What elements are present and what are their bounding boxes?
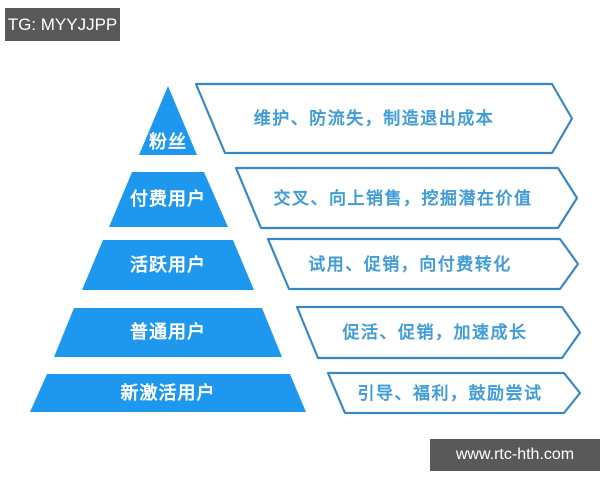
- level-label-active-users: 活跃用户: [130, 255, 206, 275]
- strategy-text-fans: 维护、防流失，制造退出成本: [253, 109, 495, 128]
- strategy-text-regular-users: 促活、促销，加速成长: [342, 323, 528, 342]
- strategy-box-paid-users: [234, 166, 579, 230]
- website-badge: www.rtc-hth.com: [430, 439, 600, 471]
- level-label-fans: 粉丝: [149, 132, 187, 152]
- pyramid-level-new-activated-users: [30, 374, 306, 412]
- level-label-new-activated-users: 新激活用户: [120, 383, 216, 403]
- level-label-regular-users: 普通用户: [130, 322, 206, 342]
- strategy-box-new-activated-users: [326, 371, 582, 415]
- strategy-box-active-users: [266, 237, 580, 291]
- pyramid-level-regular-users: [54, 308, 282, 357]
- strategy-text-active-users: 试用、促销，向付费转化: [308, 255, 512, 274]
- level-label-paid-users: 付费用户: [130, 189, 206, 209]
- telegram-badge: TG: MYYJJPP: [5, 8, 120, 41]
- strategy-text-paid-users: 交叉、向上销售，挖掘潜在价值: [273, 189, 533, 208]
- strategy-box-regular-users: [295, 305, 582, 360]
- pyramid-level-fans: [139, 86, 197, 155]
- pyramid-level-active-users: [82, 240, 254, 290]
- strategy-text-new-activated-users: 引导、福利，鼓励尝试: [357, 384, 543, 403]
- pyramid-level-paid-users: [109, 172, 228, 227]
- strategy-box-fans: [194, 82, 574, 155]
